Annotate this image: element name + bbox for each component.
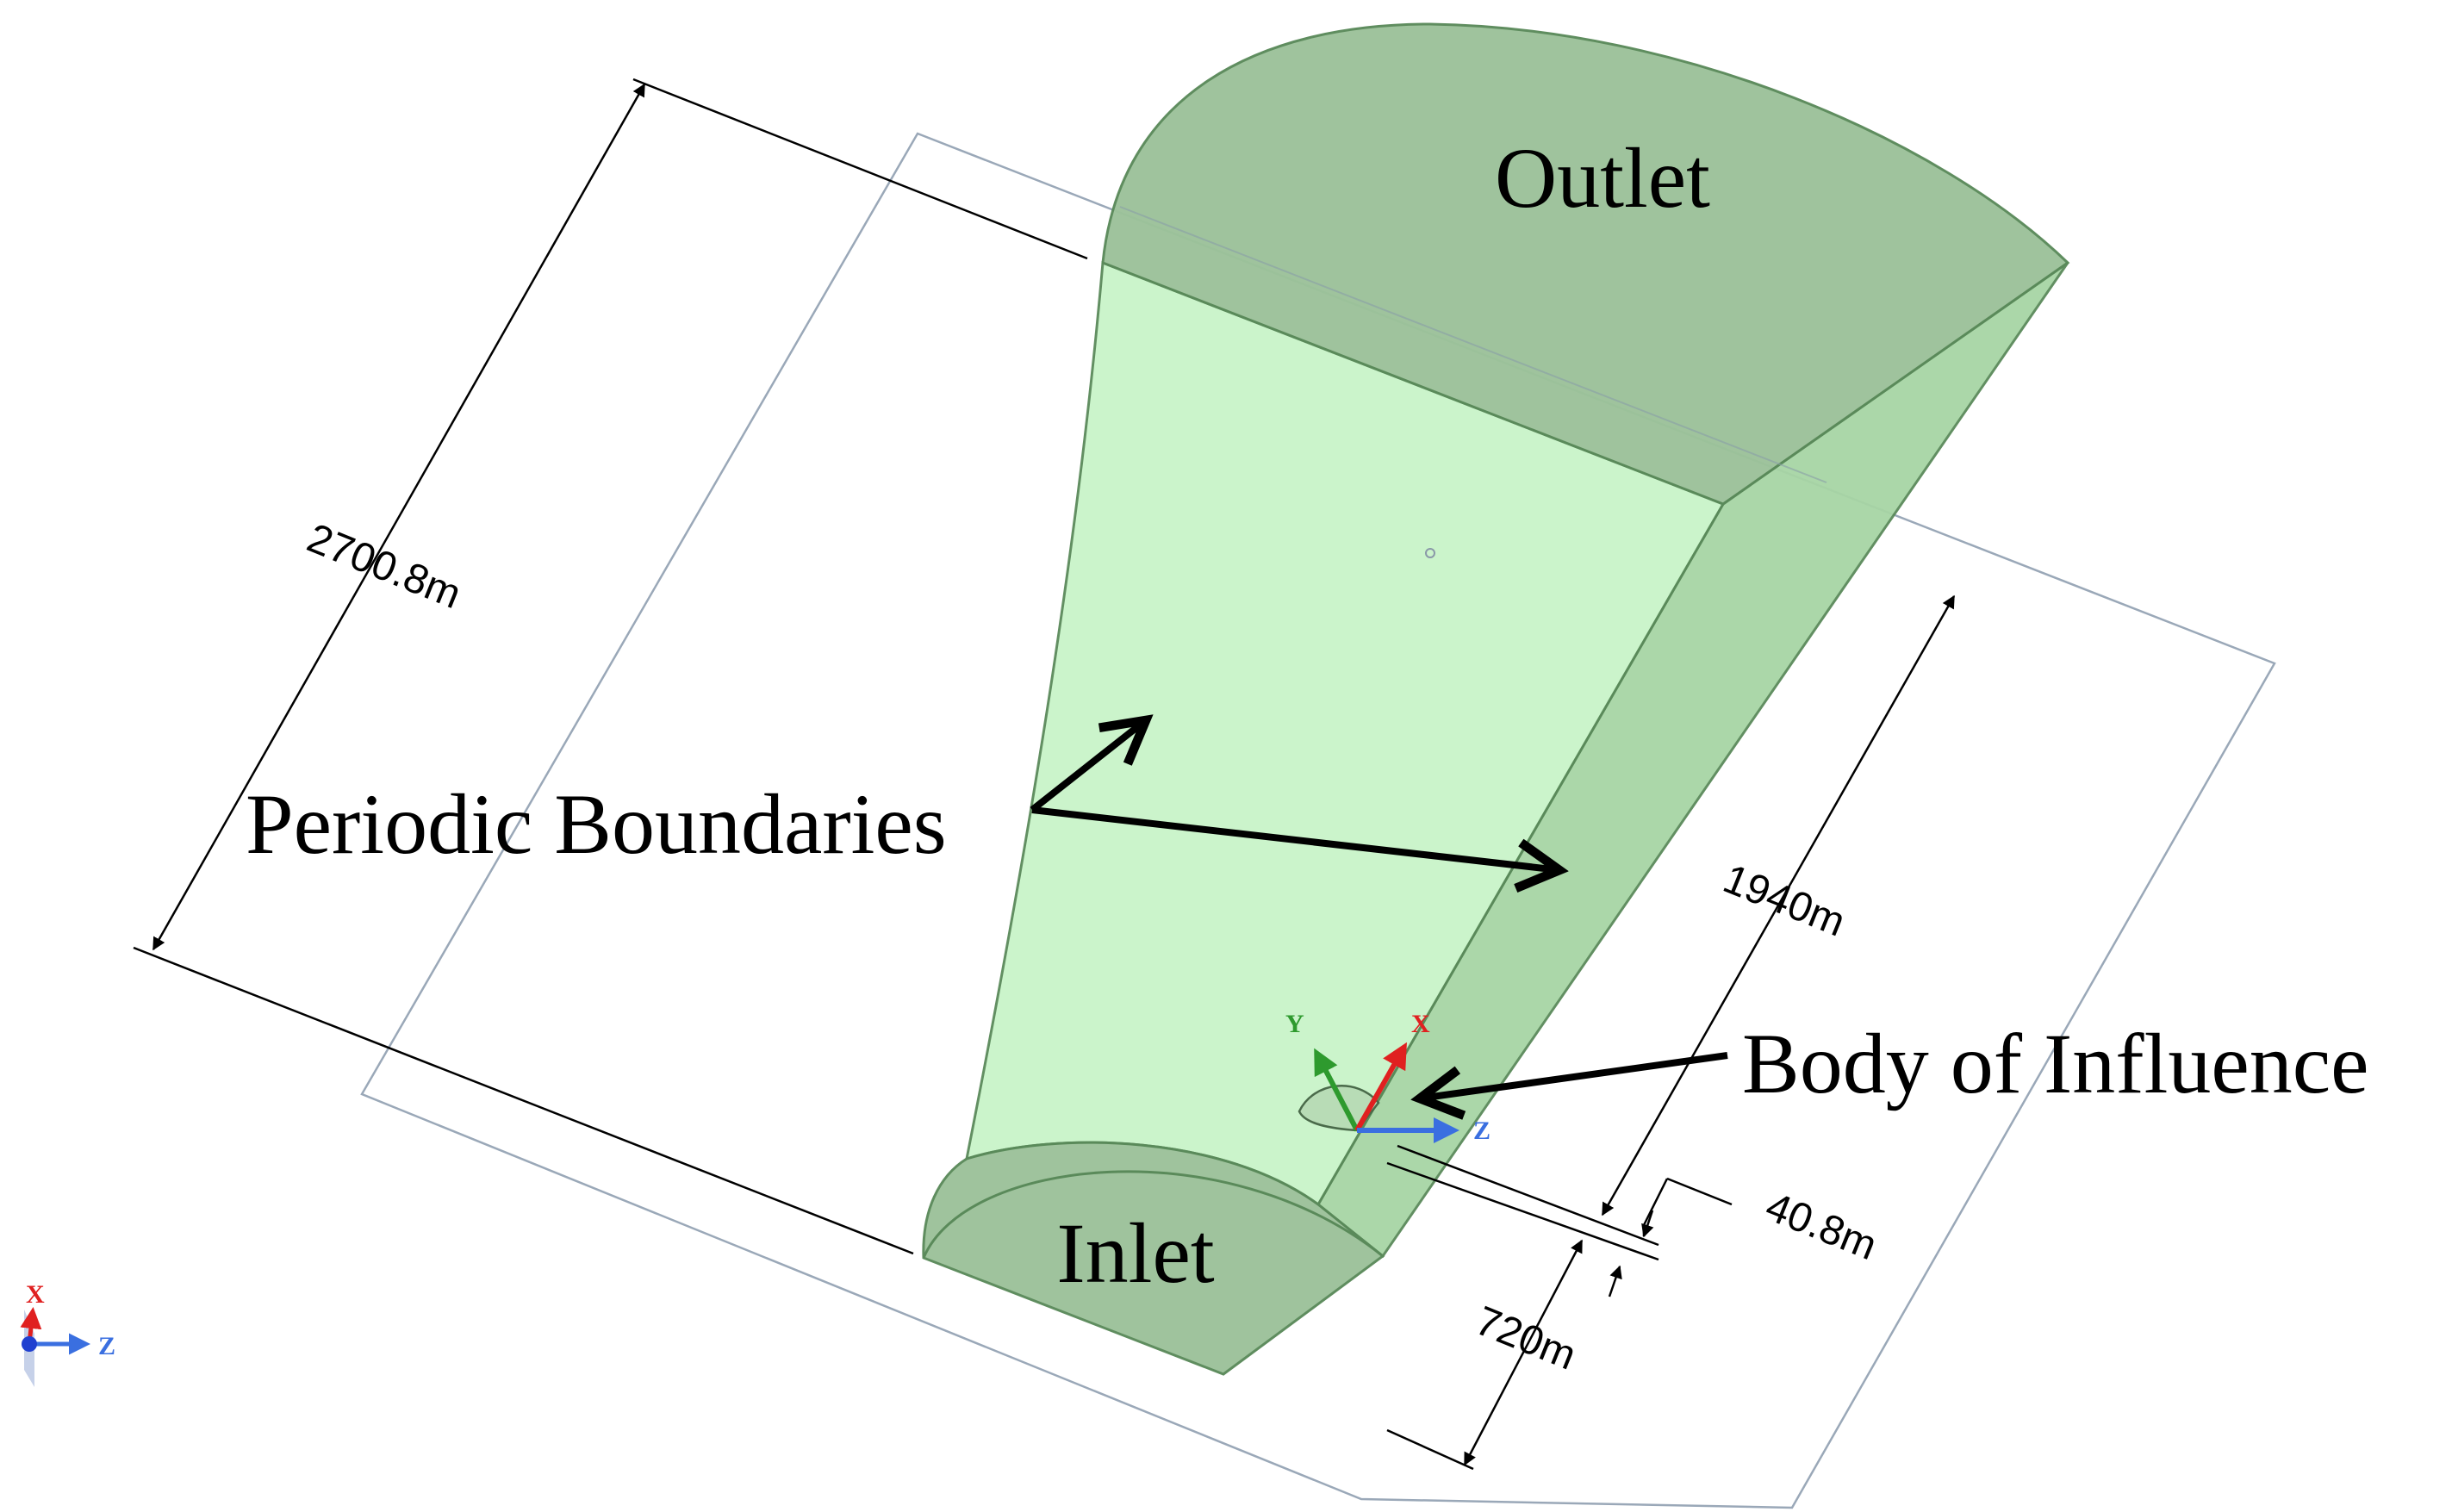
outlet-label: Outlet bbox=[1495, 130, 1710, 226]
body-of-influence-label: Body of Influence bbox=[1742, 1016, 2369, 1111]
plane-crossing-line bbox=[1119, 206, 1827, 483]
global-z-label: Z bbox=[98, 1332, 115, 1360]
local-axis-triad: Y X Z bbox=[1285, 1010, 1490, 1145]
body-of-influence-shape bbox=[1298, 1085, 1380, 1132]
inlet-top-edge bbox=[922, 1170, 1384, 1259]
periodic-boundaries-label: Periodic Boundaries bbox=[246, 776, 947, 872]
local-x-label: X bbox=[1411, 1010, 1430, 1038]
outlet-face bbox=[1101, 22, 2070, 506]
inlet-face bbox=[922, 1141, 1385, 1376]
inlet-label: Inlet bbox=[1056, 1205, 1214, 1301]
dimension-inlet-offset: 720m bbox=[1386, 1239, 1584, 1471]
local-y-label: Y bbox=[1285, 1010, 1304, 1038]
label-2700-8m: 2700.8m bbox=[301, 515, 467, 618]
global-x-label: X bbox=[26, 1280, 45, 1309]
local-z-label: Z bbox=[1473, 1117, 1490, 1145]
label-720m: 720m bbox=[1469, 1298, 1582, 1379]
periodic-boundaries-arrows bbox=[1030, 720, 1559, 870]
dimension-body-width: 40.8m bbox=[1386, 1144, 1883, 1297]
local-x-axis bbox=[1354, 1042, 1407, 1132]
body-of-influence-arrow bbox=[1420, 1052, 1728, 1098]
global-axis-triad: X Z bbox=[20, 1280, 115, 1387]
local-y-axis bbox=[1314, 1048, 1360, 1132]
label-1940m: 1940m bbox=[1717, 856, 1851, 946]
global-origin-dot bbox=[22, 1336, 37, 1352]
centre-marker bbox=[1425, 548, 1435, 558]
label-40-8m: 40.8m bbox=[1759, 1184, 1883, 1269]
